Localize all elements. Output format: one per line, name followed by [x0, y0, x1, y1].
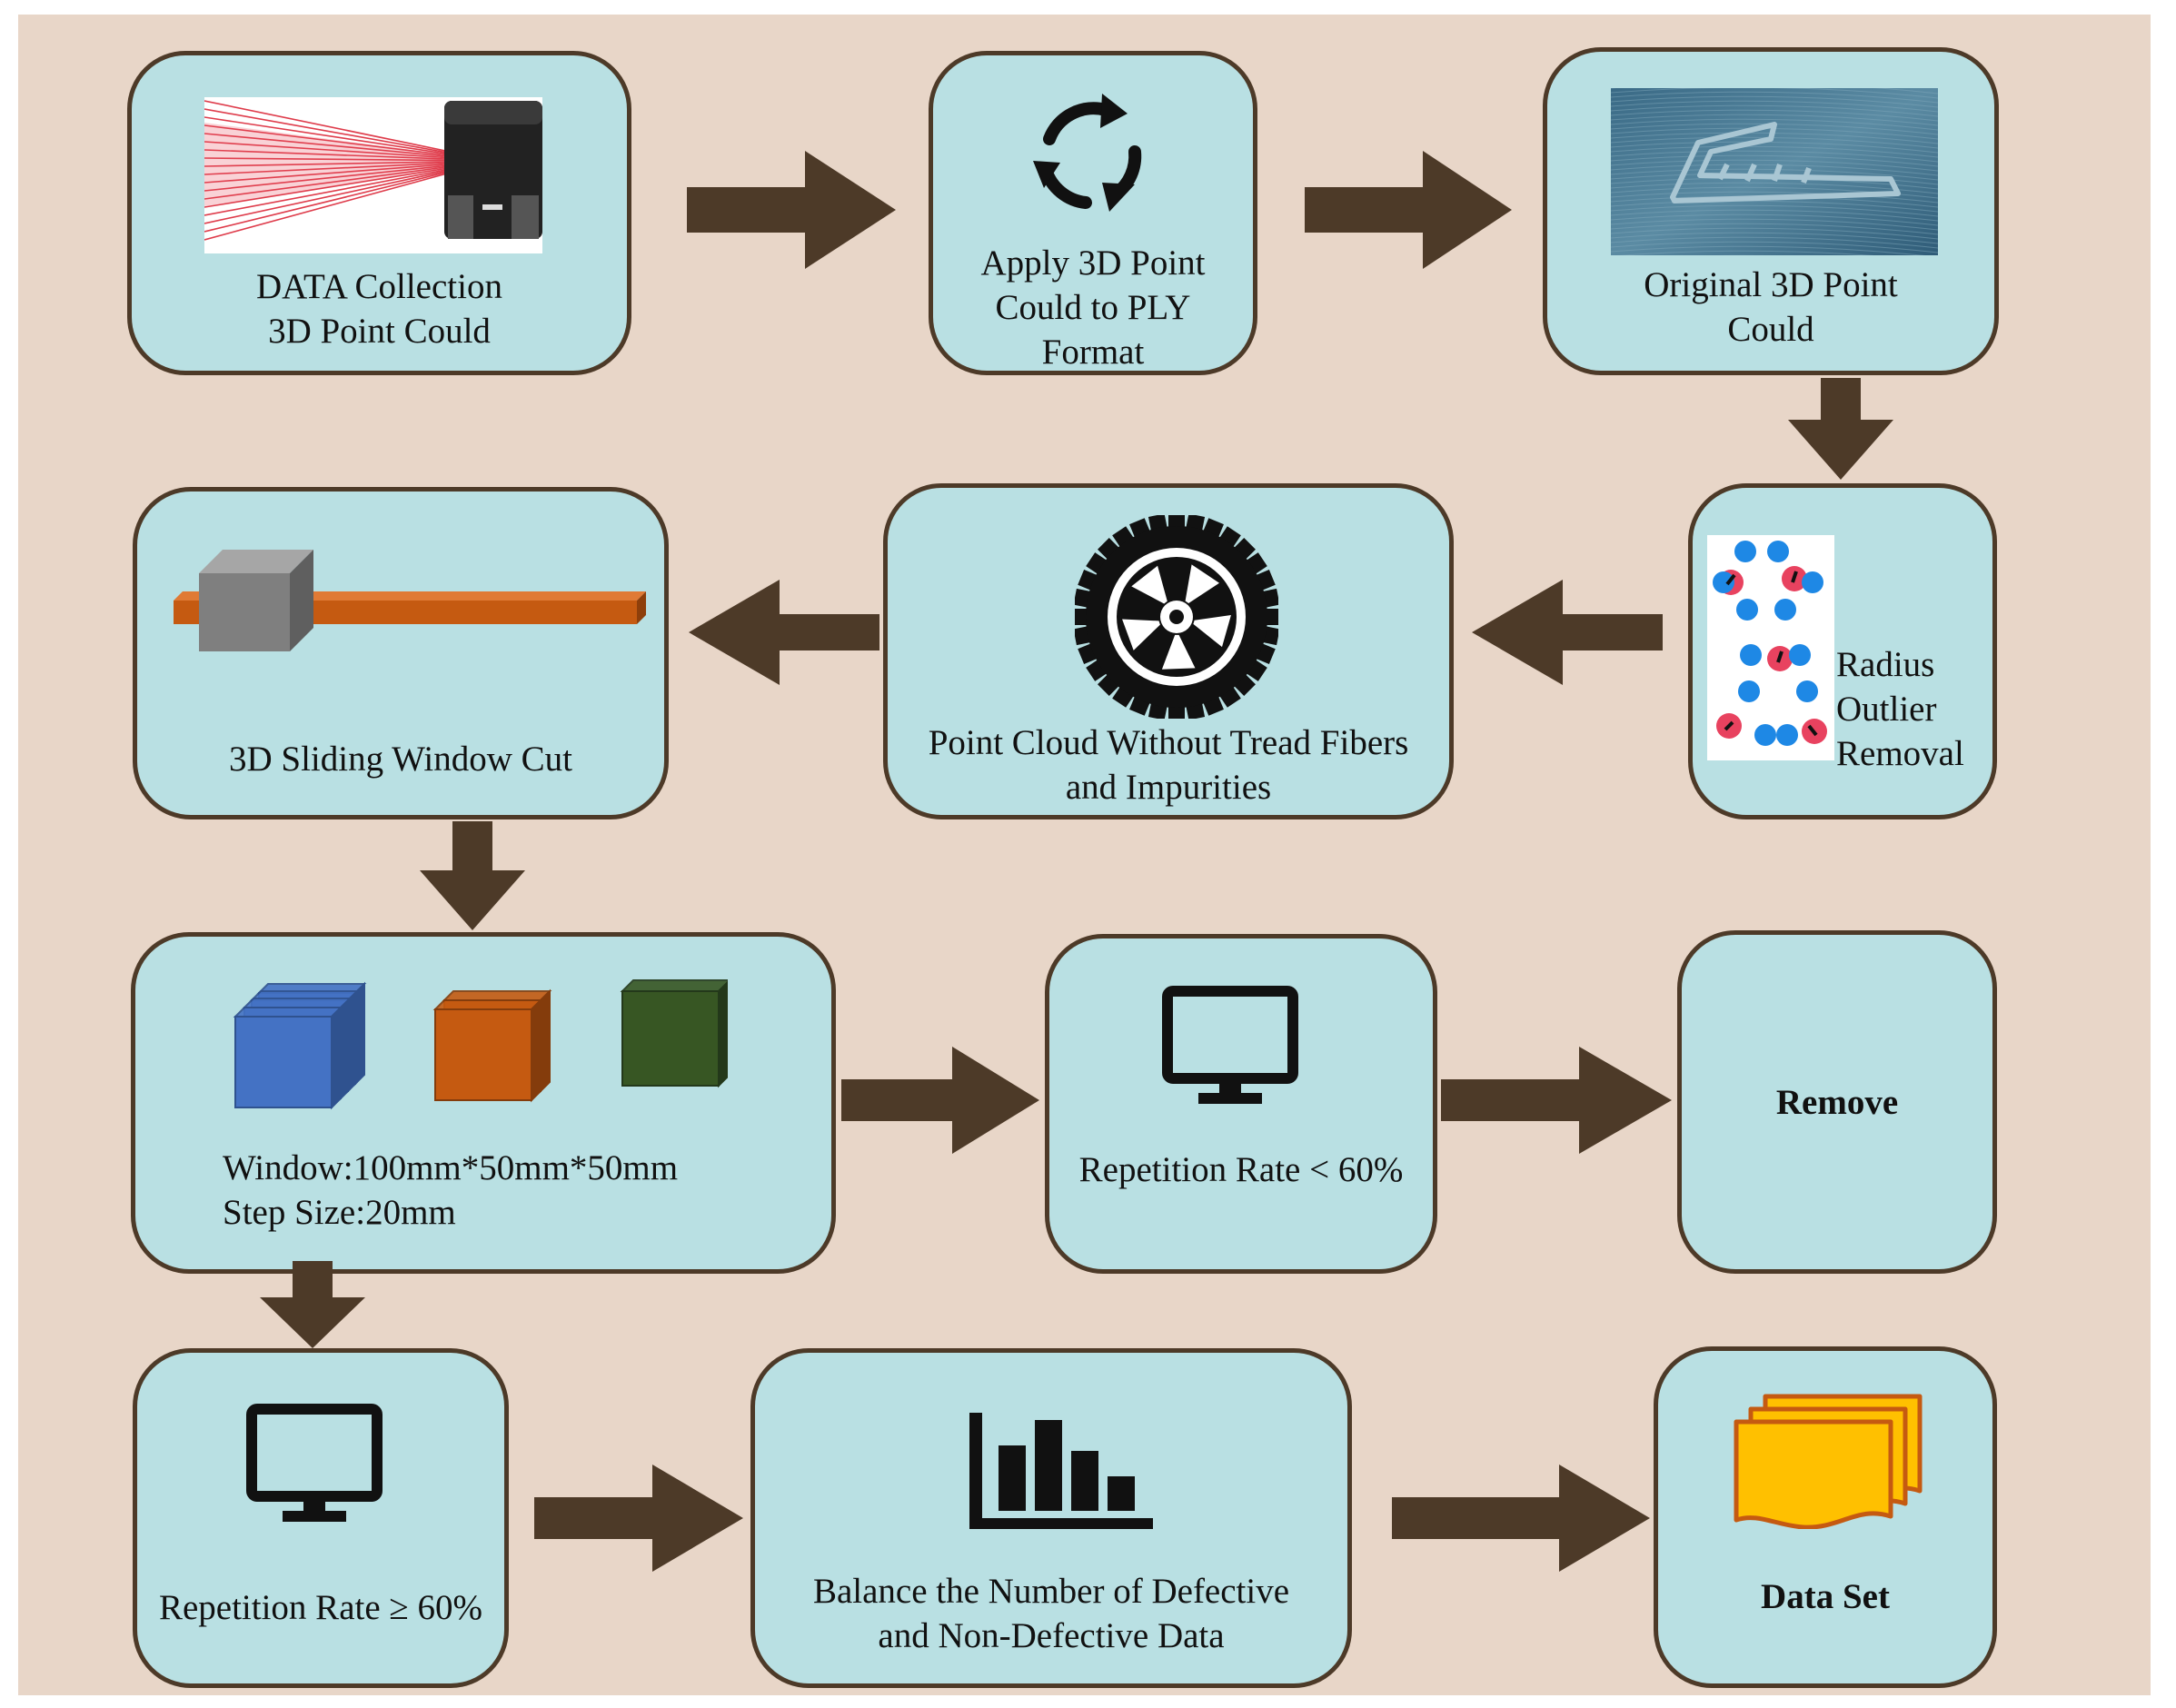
node-label: Original 3D Point Could [1644, 265, 1898, 349]
node-balance: Balance the Number of Defective and Non-… [750, 1348, 1352, 1688]
node-dataset: Data Set [1654, 1346, 1997, 1688]
node-rate-low: Repetition Rate < 60% [1045, 934, 1437, 1274]
refresh-cycle-icon [1033, 94, 1142, 212]
node-remove: Remove [1677, 930, 1997, 1274]
arrow-left-icon [1472, 580, 1663, 685]
tire-tread-scan-image [1611, 88, 1938, 255]
node-sliding-window: 3D Sliding Window Cut [133, 487, 669, 819]
node-label: Radius Outlier Removal [1836, 645, 1964, 773]
node-label: Remove [1775, 1083, 1899, 1122]
arrow-down-icon [260, 1261, 365, 1348]
arrow-right-icon [1392, 1465, 1650, 1572]
arrow-right-icon [687, 151, 896, 269]
outlier-points-icon [1707, 535, 1834, 760]
arrow-right-icon [1305, 151, 1512, 269]
laser-scanner-icon [204, 97, 542, 253]
node-rate-high: Repetition Rate ≥ 60% [133, 1348, 509, 1688]
sliding-window-icon [174, 550, 646, 651]
node-label: Window:100mm*50mm*50mm Step Size:20mm [223, 1148, 679, 1232]
node-label: Apply 3D Point Could to PLY Format [980, 243, 1206, 372]
monitor-icon [246, 1404, 383, 1522]
bar-chart-icon [969, 1413, 1153, 1529]
window-cubes-icon [233, 979, 728, 1110]
monitor-icon [1162, 986, 1298, 1104]
arrow-right-icon [1441, 1047, 1672, 1154]
node-label: Repetition Rate ≥ 60% [158, 1588, 483, 1627]
node-label: Point Cloud Without Tread Fibers and Imp… [928, 723, 1409, 807]
tire-wheel-icon [1075, 515, 1278, 719]
node-label: Repetition Rate < 60% [1078, 1150, 1404, 1189]
node-label: Data Set [1761, 1577, 1890, 1616]
node-data-collection: DATA Collection 3D Point Could [127, 51, 631, 375]
node-radius-outlier: Radius Outlier Removal [1688, 483, 1997, 819]
node-clean-cloud: Point Cloud Without Tread Fibers and Imp… [883, 483, 1454, 819]
node-label: DATA Collection 3D Point Could [256, 267, 502, 351]
arrow-right-icon [841, 1047, 1039, 1154]
node-label: Balance the Number of Defective and Non-… [812, 1572, 1290, 1655]
arrow-down-icon [1788, 378, 1893, 480]
node-original-cloud: Original 3D Point Could [1543, 47, 1999, 375]
node-apply-ply: Apply 3D Point Could to PLY Format [929, 51, 1257, 375]
arrow-left-icon [689, 580, 879, 685]
node-label: 3D Sliding Window Cut [228, 740, 572, 779]
documents-stack-icon [1734, 1394, 1923, 1529]
flowchart-canvas: DATA Collection 3D Point Could Apply 3D … [18, 15, 2151, 1695]
arrow-down-icon [420, 821, 525, 930]
arrow-right-icon [534, 1465, 743, 1572]
node-window-params: Window:100mm*50mm*50mm Step Size:20mm [131, 932, 836, 1274]
